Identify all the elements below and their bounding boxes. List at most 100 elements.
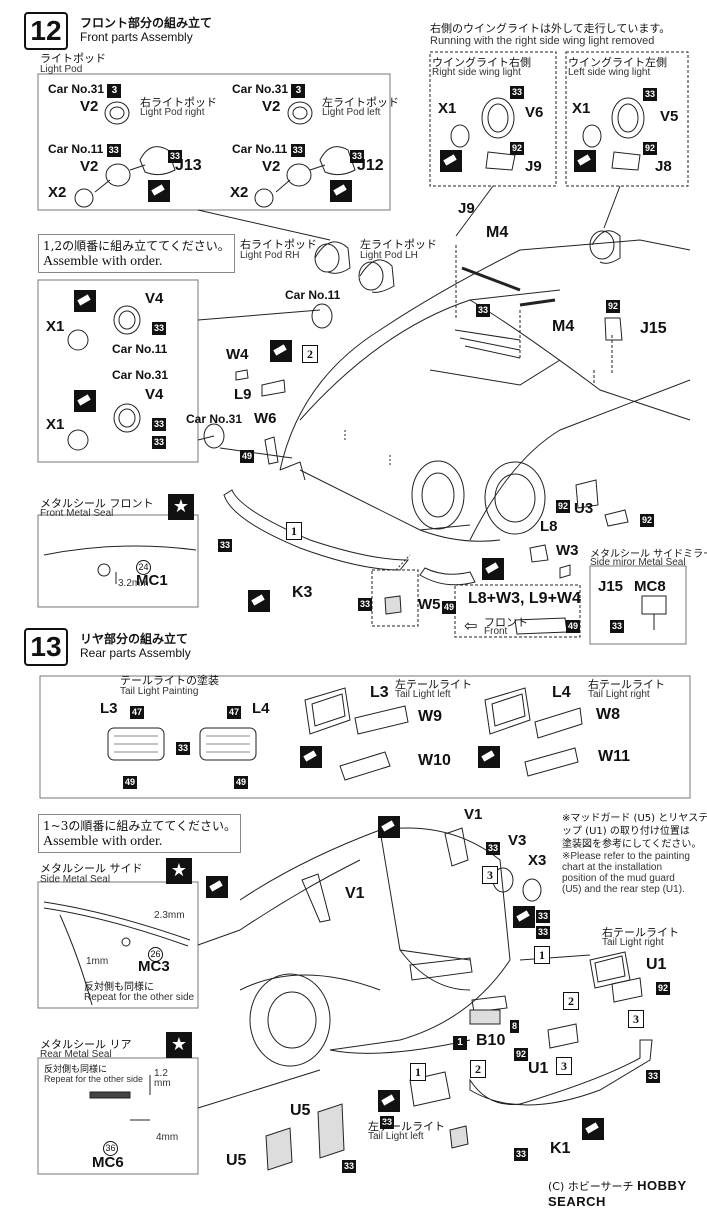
dim-2-3mm: 2.3mm xyxy=(154,910,185,921)
badge-92: 92 xyxy=(640,514,655,527)
car11-label-b: Car No.11 33 xyxy=(232,142,305,157)
step13-title-jp: リヤ部分の組み立て xyxy=(80,632,189,646)
lightpod-label-en: Light Pod xyxy=(40,64,83,75)
badge-33: 33 xyxy=(610,620,625,633)
order-mark-3: 3 xyxy=(482,866,498,884)
part-v1-a: V1 xyxy=(464,806,483,823)
seal-side-en: Side Metal Seal xyxy=(40,874,111,885)
part-l3-b: L3 xyxy=(370,684,389,701)
badge-49: 49 xyxy=(240,450,255,463)
badge-33: 33 xyxy=(358,598,373,611)
left-tail-en-a: Tail Light left xyxy=(395,689,451,700)
part-k3: K3 xyxy=(292,584,313,601)
part-v2-a: V2 xyxy=(80,98,99,115)
wing-left-en: Left side wing light xyxy=(568,67,651,78)
badge-49: 49 xyxy=(234,776,249,789)
order-mark-1: 1 xyxy=(534,946,550,964)
dim-1-2: 1.2 xyxy=(154,1068,168,1079)
order-note-jp: 1,2の順番に組み立ててください。 xyxy=(43,239,230,253)
part-x1-wing-r: X1 xyxy=(438,100,457,117)
star-icon: ★ xyxy=(168,494,194,520)
paint-en: Tail Light Painting xyxy=(120,686,199,697)
car31-label-d: Car No.31 xyxy=(186,412,243,426)
repeat-en-b: Repeat for the other side xyxy=(44,1074,144,1084)
right-tail-en-b: Tail Light right xyxy=(602,937,664,948)
cement-icon xyxy=(440,150,462,172)
part-x1-b: X1 xyxy=(46,416,65,433)
repeat-jp-b: 反対側も同様に xyxy=(44,1065,108,1075)
lightpod-label-jp: ライトポッド xyxy=(40,52,106,65)
part-u3: U3 xyxy=(574,500,594,517)
part-j9-a: J9 xyxy=(525,158,542,175)
car11-label-a: Car No.11 33 xyxy=(48,142,121,157)
part-j8: J8 xyxy=(655,158,672,175)
wing-note-jp: 右側のウイングライトは外して走行しています。 xyxy=(430,22,671,35)
front-jp: フロント xyxy=(484,616,528,629)
right-tail-jp-b: 右テールライト xyxy=(602,926,679,939)
part-j15-b: J15 xyxy=(598,578,624,595)
left-pod-jp: 左ライトポッド xyxy=(322,96,399,109)
part-w11: W11 xyxy=(598,748,631,765)
step12-title-en: Front parts Assembly xyxy=(80,30,193,44)
badge-33: 33 xyxy=(342,1160,357,1173)
left-pod-en: Light Pod left xyxy=(322,107,381,118)
dim-3-2mm: 3.2mm xyxy=(118,578,149,589)
pod-lh-jp: 左ライトポッド xyxy=(360,238,437,251)
cement-icon xyxy=(74,290,96,312)
cement-icon xyxy=(378,816,400,838)
badge-92: 92 xyxy=(556,500,571,513)
order-note-13: 1~3の順番に組み立ててください。 Assemble with order. xyxy=(38,814,241,853)
wing-note-en: Running with the right side wing light r… xyxy=(430,35,655,47)
cement-icon xyxy=(206,876,228,898)
pod-lh-en: Light Pod LH xyxy=(360,250,418,261)
wing-right-jp: ウイングライト右側 xyxy=(432,56,531,69)
part-w3: W3 xyxy=(556,542,579,559)
order-note-12: 1,2の順番に組み立ててください。 Assemble with order. xyxy=(38,234,235,273)
star-icon: ★ xyxy=(166,858,192,884)
badge-92: 92 xyxy=(643,142,658,155)
part-mc6: MC6 xyxy=(92,1154,124,1171)
order-mark-1: 1 xyxy=(410,1063,426,1081)
badge-49: 49 xyxy=(123,776,138,789)
pod-rh-jp: 右ライトポッド xyxy=(240,238,317,251)
part-w6: W6 xyxy=(254,410,277,427)
car11-label-c: Car No.11 xyxy=(285,288,341,302)
seal-rear-jp: メタルシール リア xyxy=(40,1038,132,1051)
badge-92: 92 xyxy=(514,1048,529,1061)
part-w8: W8 xyxy=(596,706,620,723)
part-x1-wing-l: X1 xyxy=(572,100,591,117)
cement-icon xyxy=(330,180,352,202)
badge-33: 33 xyxy=(643,88,658,101)
step13-title-en: Rear parts Assembly xyxy=(80,646,191,660)
part-w4: W4 xyxy=(226,346,249,363)
part-l4-b: L4 xyxy=(552,684,571,701)
part-mc8: MC8 xyxy=(634,578,666,595)
cement-icon xyxy=(582,1118,604,1140)
badge-33: 33 xyxy=(476,304,491,317)
step12-title-jp: フロント部分の組み立て xyxy=(80,16,213,30)
circle-36: 36 xyxy=(103,1138,118,1156)
part-w5: W5 xyxy=(418,596,441,613)
part-w9: W9 xyxy=(418,708,442,725)
front-en: Front xyxy=(484,626,508,637)
seal-mirror-jp: メタルシール サイドミラー xyxy=(590,549,707,560)
cement-icon xyxy=(74,390,96,412)
badge-33: 33 xyxy=(536,926,551,939)
right-tail-en-a: Tail Light right xyxy=(588,689,650,700)
part-v5: V5 xyxy=(660,108,679,125)
badge-33: 33 xyxy=(218,539,233,552)
seal-side-jp: メタルシール サイド xyxy=(40,862,143,875)
part-v1-b: V1 xyxy=(345,885,365,902)
badge-92: 92 xyxy=(656,982,671,995)
order-mark-2: 2 xyxy=(302,345,318,363)
part-v4-a: V4 xyxy=(145,290,164,307)
cement-icon xyxy=(513,906,535,928)
part-l4-a: L4 xyxy=(252,700,270,717)
badge-33: 33 xyxy=(152,418,167,431)
cement-icon xyxy=(574,150,596,172)
repeat-jp-a: 反対側も同様に xyxy=(84,982,154,993)
badge-92: 92 xyxy=(510,142,525,155)
seal-front-jp: メタルシール フロント xyxy=(40,497,154,510)
badge-33: 33 xyxy=(350,150,365,163)
part-x1-a: X1 xyxy=(46,318,65,335)
